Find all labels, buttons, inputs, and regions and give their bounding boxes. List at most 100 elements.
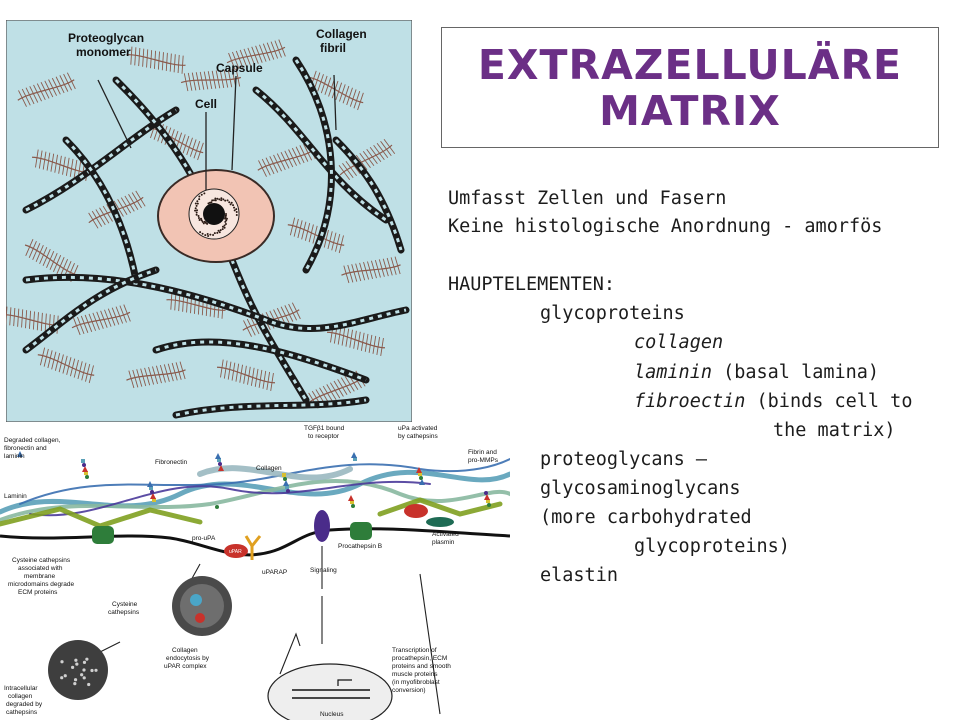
leader-lines [97,74,337,190]
proteoglycan-bristle [250,367,255,386]
proteoglycan-core [226,46,286,64]
proteoglycan-monomer [180,68,242,92]
proteoglycan-bristle [28,310,32,329]
proteoglycan-core [308,76,364,104]
label-cys-assoc-5: ECM proteins [18,589,58,596]
proteoglycan-leader [97,79,132,149]
fragment-triangle [416,467,422,473]
proteoglycan-bristle [28,241,37,258]
proteoglycan-bristle [328,79,335,97]
item-collagen: collagen [634,332,724,353]
collagen-banding [25,268,157,352]
proteoglycan-bristle [88,212,99,229]
fragment-square [152,498,156,502]
proteoglycan-bristle [155,365,162,384]
proteoglycan-bristle [219,70,225,89]
proteoglycan-bristle [40,82,50,99]
proteoglycan-bristle [363,262,370,280]
proteoglycan-bristle [102,205,113,222]
upar-receptor [224,544,248,558]
proteoglycan-bristle [232,51,240,70]
proteoglycan-bristle [333,380,344,397]
fibronectin-note: (binds cell to [745,391,913,412]
label-fibrin-1: Fibrin and [468,449,497,456]
proteoglycan-bristle [280,152,290,169]
cell-granule [232,204,235,207]
proteoglycan-bristle [243,320,252,337]
label-trans-1: Transcription of [392,647,437,654]
cell-granule [194,202,197,205]
proteoglycan-bristle [235,363,240,382]
cell-granule [224,223,227,226]
proteoglycan-bristle [345,328,350,347]
cell-granule [219,229,222,232]
proteoglycan-bristle [220,359,224,378]
proteoglycan-core [341,264,401,276]
fragment-square [282,473,286,477]
cell-granule [229,203,232,206]
cell-granule [221,225,224,228]
lysosome-dot [74,658,78,662]
proteoglycan-core [126,369,186,381]
cell-granule [220,197,223,200]
cell-granule [201,220,204,223]
proteoglycan-bristle [341,327,346,346]
fragment-square [84,471,88,475]
proteoglycan-bristle [58,155,62,174]
proteoglycan-bristle [55,76,65,94]
label-cell: Cell [195,97,217,111]
proteoglycan-monomer [126,361,186,389]
label-cys-assoc-3: membrane [24,573,55,580]
item-gag-note-1: (more carbohydrated [540,507,752,528]
fibronectin-note-cont: the matrix) [773,420,896,441]
proteoglycan-bristle [203,71,209,90]
proteoglycan-bristle [187,72,193,91]
label-endo-3: uPAR complex [164,663,207,670]
proteoglycan-bristle [383,138,396,155]
label-endo-1: Collagen [172,647,198,654]
lysosome-dot [71,665,75,669]
cell-granule [225,219,228,222]
proteoglycan-bristle [81,362,87,381]
proteoglycan-bristle [189,139,197,157]
proteoglycan-bristle [394,256,401,275]
proteoglycan-core [37,354,95,376]
fragment-triangle [348,495,354,501]
cell-granule [235,213,238,216]
label-degraded-1: Degraded collagen, [4,437,61,444]
proteoglycan-bristle [44,313,47,332]
proteoglycan-bristle [25,87,35,105]
proteoglycan-bristle [326,384,337,401]
proteoglycan-bristle [132,369,139,388]
proteoglycan-monomer [287,217,345,254]
proteoglycan-bristle [195,72,201,91]
proteoglycan-bristle [337,326,342,345]
fragment-triangle [351,452,357,458]
matrix-strand [197,465,353,481]
proteoglycan-bristle [169,53,172,72]
proteoglycan-bristle [353,90,361,109]
proteoglycan-bristle [56,257,65,274]
proteoglycan-bristle [235,50,244,68]
label-trans-6: conversion) [392,687,426,694]
proteoglycan-bristle [369,146,382,163]
proteoglycan-bristle [128,370,135,389]
lysosome-dot [80,673,84,677]
proteoglycan-bristle [18,90,27,107]
proteoglycan-monomer [308,70,364,111]
proteoglycan-bristle [357,92,364,111]
proteoglycan-bristle [368,334,373,353]
item-gag-note-2: glycoproteins) [634,536,790,557]
fragment-dot [283,477,287,481]
proteoglycan-bristle [88,365,94,384]
cell-granule [209,233,212,236]
proteoglycan-bristle [131,192,142,209]
matrix-strand [0,469,510,515]
proteoglycan-bristle [299,145,309,162]
proteoglycan-bristle [331,232,337,251]
proteoglycan-bristle [39,347,46,366]
proteoglycan-bristle [243,365,247,384]
lysosome-dot [90,668,94,673]
proteoglycan-bristle [351,264,358,282]
proteoglycan-bristle [327,231,333,250]
